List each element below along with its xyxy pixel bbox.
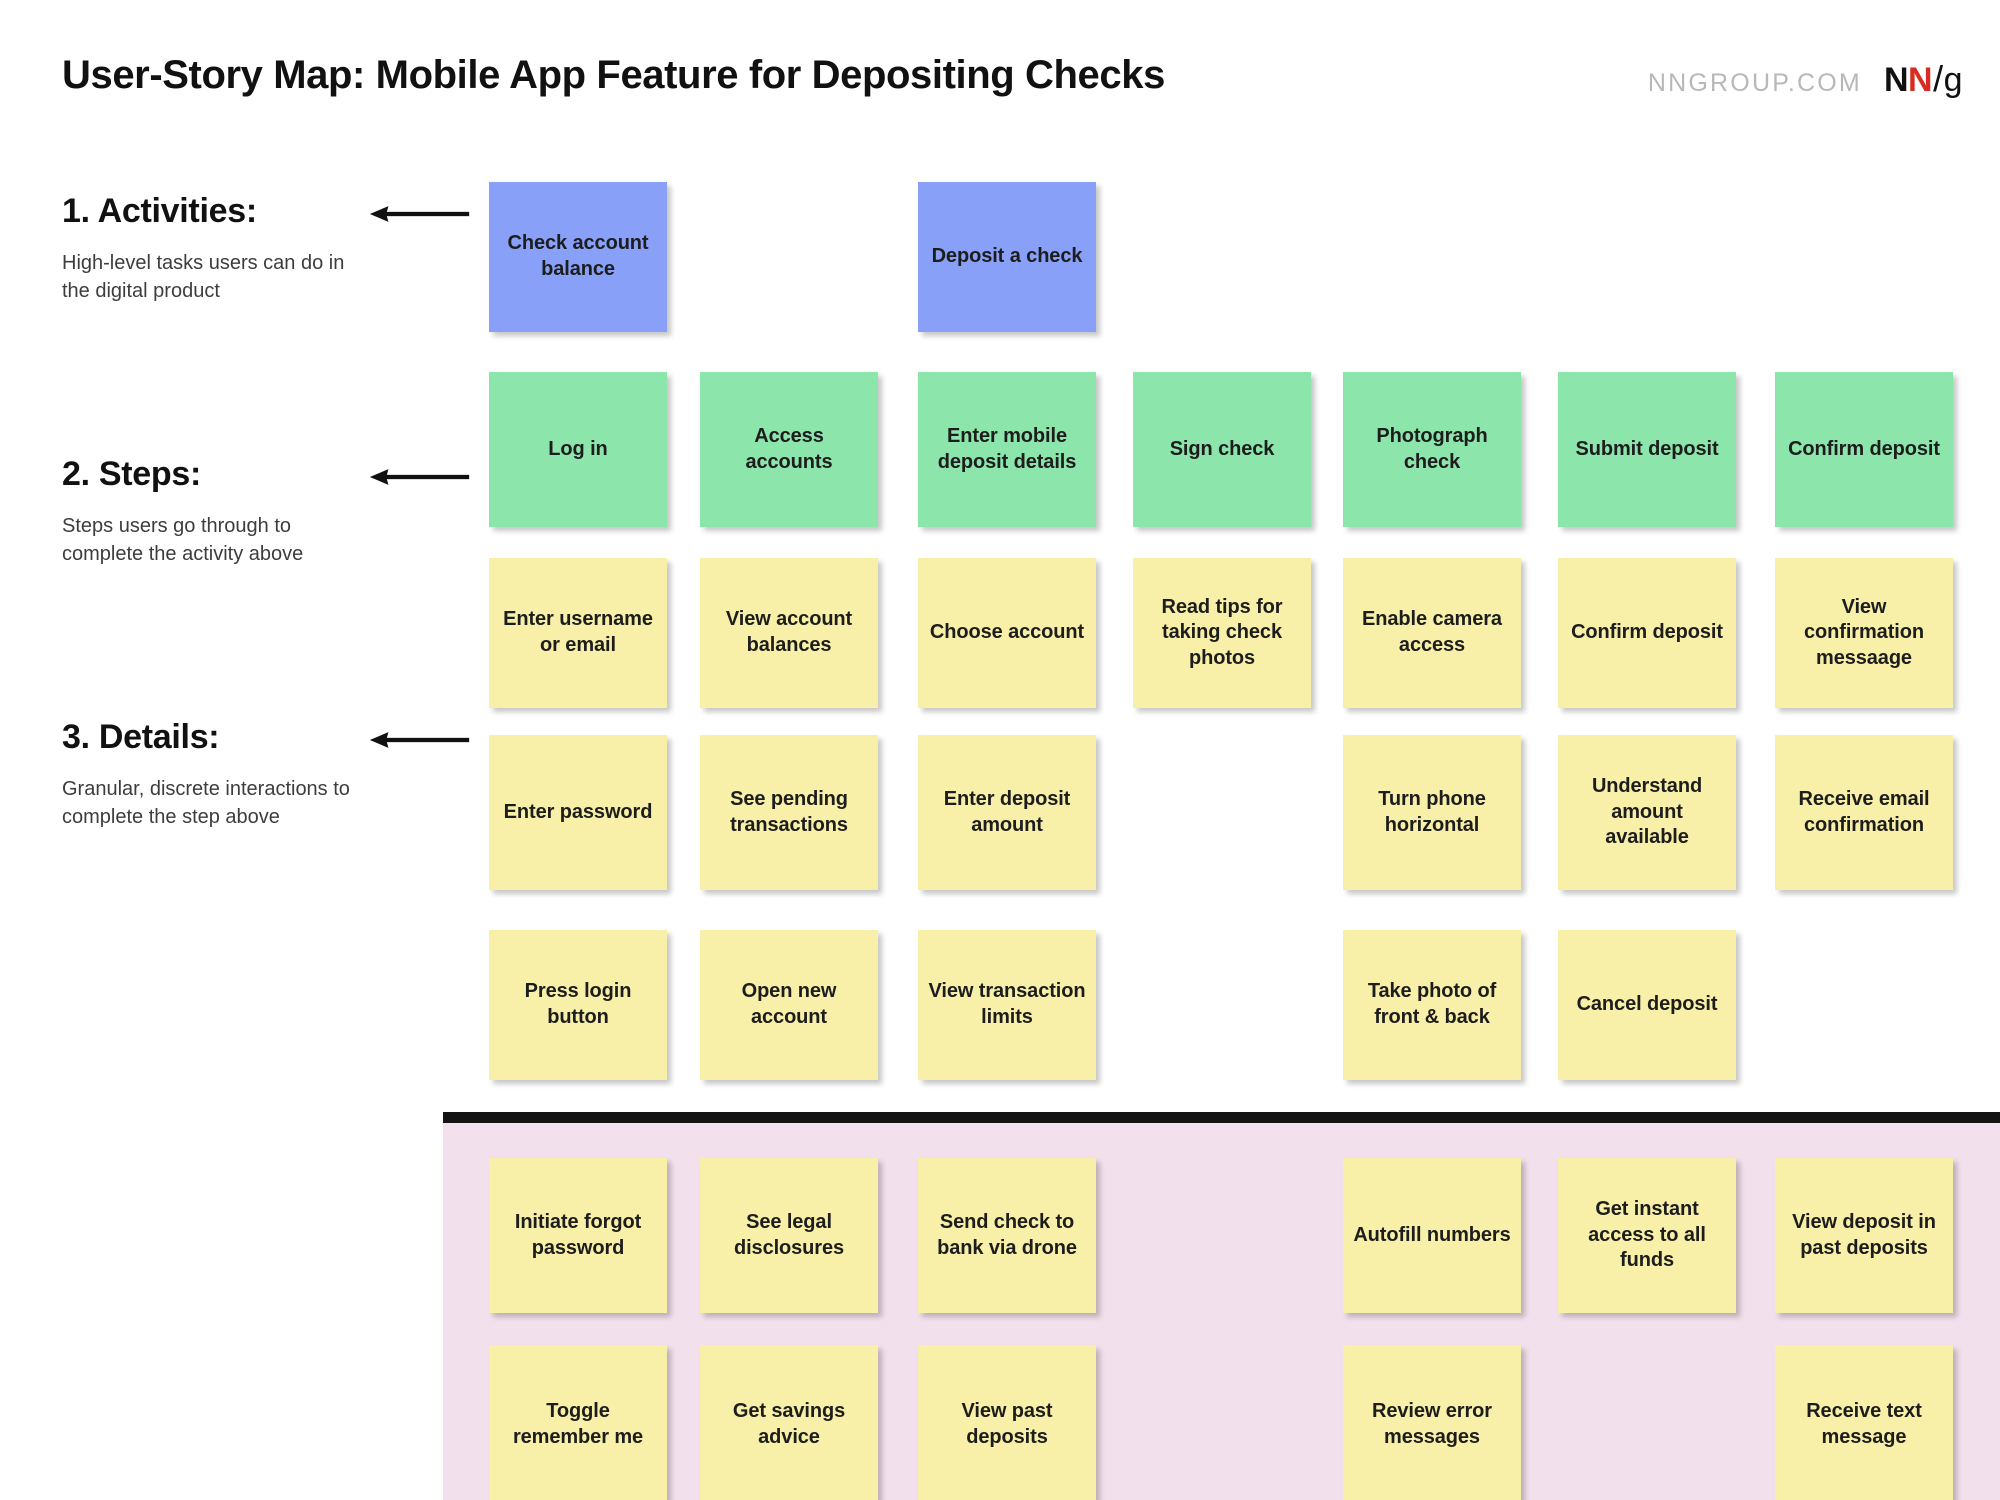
opportunity-card[interactable]: Initiate forgot password	[489, 1158, 667, 1313]
card-label: View confirmation messaage	[1804, 595, 1924, 669]
card-label: Confirm deposit	[1788, 437, 1940, 460]
card-label: Enable camera access	[1362, 608, 1502, 656]
card-label: Understand amount available	[1591, 775, 1703, 849]
brand-domain-text: NNGROUP.COM	[1647, 69, 1862, 97]
card-label: Press login button	[524, 980, 632, 1028]
detail-card[interactable]: Cancel deposit	[1558, 930, 1736, 1080]
detail-card[interactable]: Enter username or email	[489, 558, 667, 708]
opportunity-card[interactable]: Autofill numbers	[1343, 1158, 1521, 1313]
legend-heading: 1. Activities:	[62, 192, 257, 230]
detail-card[interactable]: Turn phone horizontal	[1343, 735, 1521, 890]
legend-heading: 2. Steps:	[62, 455, 202, 493]
logo-letter-n2: N	[1908, 61, 1933, 99]
step-card[interactable]: Enter mobile deposit details	[918, 372, 1096, 527]
legend-block-3: 3. Details: Granular, discrete interactio…	[62, 718, 362, 832]
step-card[interactable]: Photograph check	[1343, 372, 1521, 527]
detail-card[interactable]: See pending transactions	[700, 735, 878, 890]
step-card[interactable]: Confirm deposit	[1775, 372, 1953, 527]
opportunity-card[interactable]: Send check to bank via drone	[918, 1158, 1096, 1313]
opportunity-card[interactable]: Get instant access to all funds	[1558, 1158, 1736, 1313]
logo-slash: /	[1933, 58, 1943, 99]
card-label: Get instant access to all funds	[1588, 1198, 1706, 1272]
card-label: Read tips for taking check photos	[1161, 595, 1283, 669]
card-label: Photograph check	[1376, 424, 1488, 473]
detail-card[interactable]: Understand amount available	[1558, 735, 1736, 890]
card-label: Check account balance	[507, 232, 649, 280]
logo-letter-n1: N	[1883, 61, 1909, 99]
step-card[interactable]: Log in	[489, 372, 667, 527]
card-label: Sign check	[1169, 437, 1275, 460]
detail-card[interactable]: Enter password	[489, 735, 667, 890]
opportunity-card[interactable]: Toggle remember me	[489, 1345, 667, 1500]
card-label: Enter mobile deposit details	[937, 424, 1077, 473]
detail-card[interactable]: Enable camera access	[1343, 558, 1521, 708]
card-label: Choose account	[929, 621, 1085, 644]
card-label: Enter username or email	[503, 608, 653, 656]
detail-card[interactable]: View transaction limits	[918, 930, 1096, 1080]
card-label: Autofill numbers	[1353, 1223, 1511, 1246]
legend-description: Steps users go through to complete the a…	[62, 515, 304, 566]
legend-block-2: 2. Steps: Steps users go through to compl…	[62, 455, 362, 569]
detail-card[interactable]: Open new account	[700, 930, 878, 1080]
card-label: Cancel deposit	[1576, 993, 1718, 1016]
left-arrow-icon	[369, 469, 470, 485]
card-label: Get savings advice	[732, 1400, 846, 1448]
legend-heading: 3. Details:	[62, 718, 220, 756]
opportunity-band	[443, 1112, 2000, 1500]
card-label: View deposit in past deposits	[1792, 1210, 1936, 1259]
card-label: Take photo of front & back	[1367, 980, 1497, 1028]
opportunity-card[interactable]: Get savings advice	[700, 1345, 878, 1500]
card-label: Confirm deposit	[1571, 621, 1723, 644]
opportunity-card[interactable]: View past deposits	[918, 1345, 1096, 1500]
opportunity-card[interactable]: See legal disclosures	[700, 1158, 878, 1313]
card-label: Toggle remember me	[512, 1400, 644, 1448]
opportunity-card[interactable]: View deposit in past deposits	[1775, 1158, 1953, 1313]
card-label: Log in	[548, 437, 608, 460]
step-card[interactable]: Access accounts	[700, 372, 878, 527]
card-label: Access accounts	[745, 424, 833, 473]
detail-card[interactable]: Choose account	[918, 558, 1096, 708]
detail-card[interactable]: Read tips for taking check photos	[1133, 558, 1311, 708]
step-card[interactable]: Sign check	[1133, 372, 1311, 527]
page-title: User-Story Map: Mobile App Feature for D…	[62, 53, 1165, 97]
card-label: View past deposits	[961, 1400, 1053, 1448]
legend-description: Granular, discrete interactions to compl…	[62, 778, 350, 829]
opportunity-card[interactable]: Review error messages	[1343, 1345, 1521, 1500]
legend-block-1: 1. Activities: High-level tasks users can…	[62, 192, 362, 306]
section-divider-line	[443, 1112, 2000, 1123]
detail-card[interactable]: Receive email confirmation	[1775, 735, 1953, 890]
card-label: Initiate forgot password	[514, 1210, 642, 1259]
detail-card[interactable]: View confirmation messaage	[1775, 558, 1953, 708]
card-label: Turn phone horizontal	[1378, 787, 1486, 836]
card-label: Deposit a check	[931, 245, 1083, 268]
left-arrow-icon	[369, 732, 470, 748]
card-label: Submit deposit	[1575, 437, 1719, 460]
card-label: Send check to bank via drone	[937, 1210, 1077, 1259]
left-arrow-icon	[369, 206, 470, 222]
card-label: Review error messages	[1372, 1400, 1492, 1448]
activity-card[interactable]: Check account balance	[489, 182, 667, 332]
card-label: Enter password	[503, 800, 653, 823]
card-label: See pending transactions	[730, 787, 848, 836]
activity-card[interactable]: Deposit a check	[918, 182, 1096, 332]
card-label: Receive text message	[1806, 1400, 1922, 1448]
detail-card[interactable]: Enter deposit amount	[918, 735, 1096, 890]
detail-card[interactable]: Press login button	[489, 930, 667, 1080]
opportunity-card[interactable]: Receive text message	[1775, 1345, 1953, 1500]
legend-description: High-level tasks users can do in the dig…	[62, 252, 345, 303]
card-label: See legal disclosures	[733, 1210, 845, 1259]
card-label: Receive email confirmation	[1798, 787, 1930, 836]
card-label: Enter deposit amount	[943, 787, 1071, 836]
card-label: View account balances	[725, 608, 853, 656]
detail-card[interactable]: Take photo of front & back	[1343, 930, 1521, 1080]
card-label: Open new account	[741, 980, 837, 1028]
step-card[interactable]: Submit deposit	[1558, 372, 1736, 527]
detail-card[interactable]: Confirm deposit	[1558, 558, 1736, 708]
card-label: View transaction limits	[928, 980, 1086, 1028]
detail-card[interactable]: View account balances	[700, 558, 878, 708]
logo-letter-g: g	[1943, 61, 1963, 99]
